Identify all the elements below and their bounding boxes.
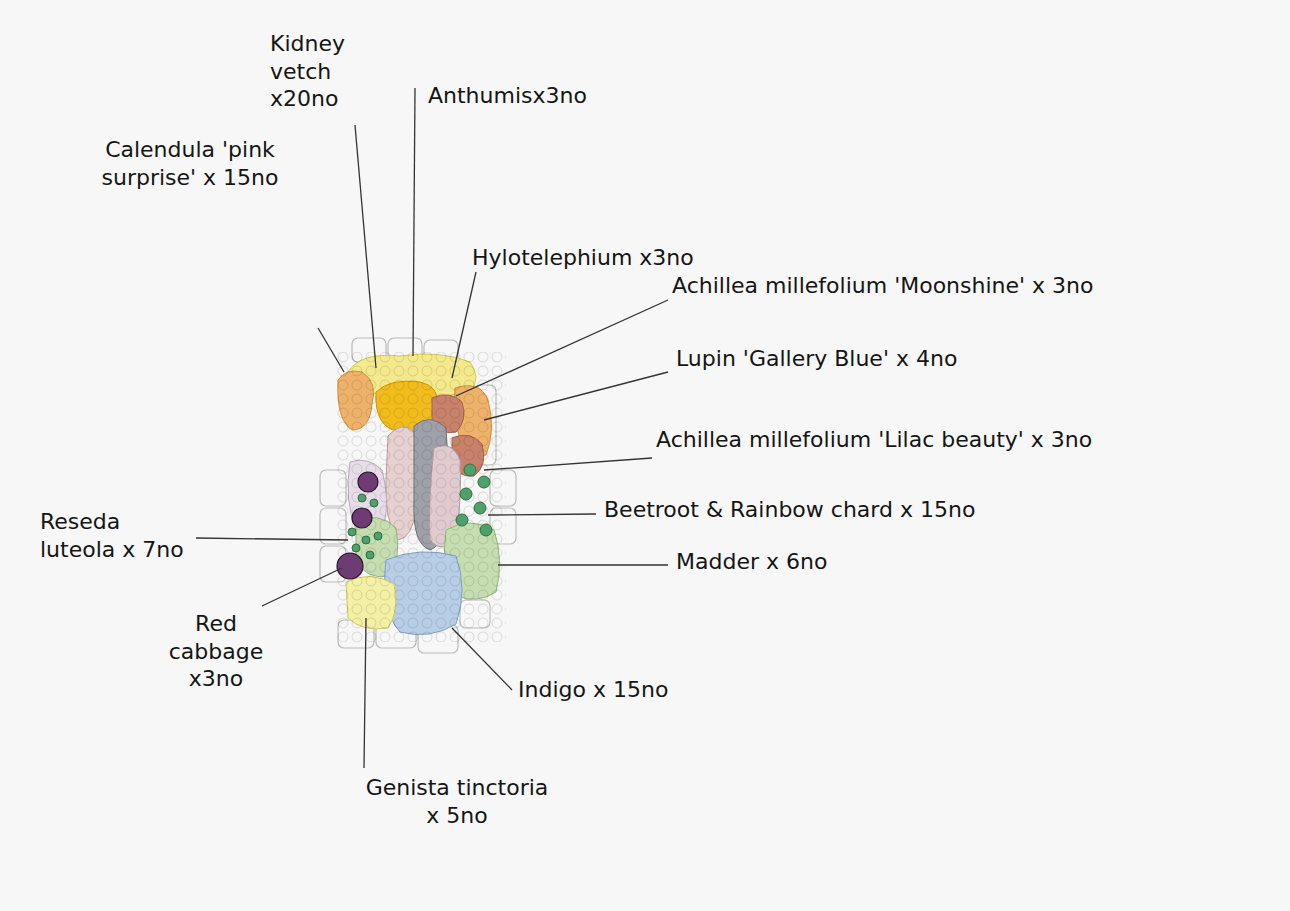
plant-label: Genista tinctoria x 5no bbox=[362, 774, 552, 829]
plant-label: Beetroot & Rainbow chard x 15no bbox=[604, 496, 975, 524]
paving-outline bbox=[320, 338, 516, 653]
plant-label: Red cabbage x3no bbox=[166, 610, 266, 693]
plant-label: Hylotelephium x3no bbox=[472, 244, 694, 272]
plant-dots bbox=[348, 464, 492, 559]
red-cabbage-symbol bbox=[337, 472, 378, 579]
plant-label: Lupin 'Gallery Blue' x 4no bbox=[676, 345, 957, 373]
plant-label: Kidney vetch x20no bbox=[270, 30, 380, 113]
plant-label: Indigo x 15no bbox=[518, 676, 668, 704]
plant-label: Calendula 'pink surprise' x 15no bbox=[90, 136, 290, 191]
plant-label: Achillea millefolium 'Moonshine' x 3no bbox=[672, 272, 1094, 300]
plant-label: Anthumisx3no bbox=[428, 82, 587, 110]
leader-line bbox=[196, 88, 668, 768]
plant-label: Achillea millefolium 'Lilac beauty' x 3n… bbox=[656, 426, 1092, 454]
planting-drifts bbox=[336, 352, 506, 642]
plant-label: Reseda luteola x 7no bbox=[40, 508, 200, 563]
plant-label: Madder x 6no bbox=[676, 548, 827, 576]
